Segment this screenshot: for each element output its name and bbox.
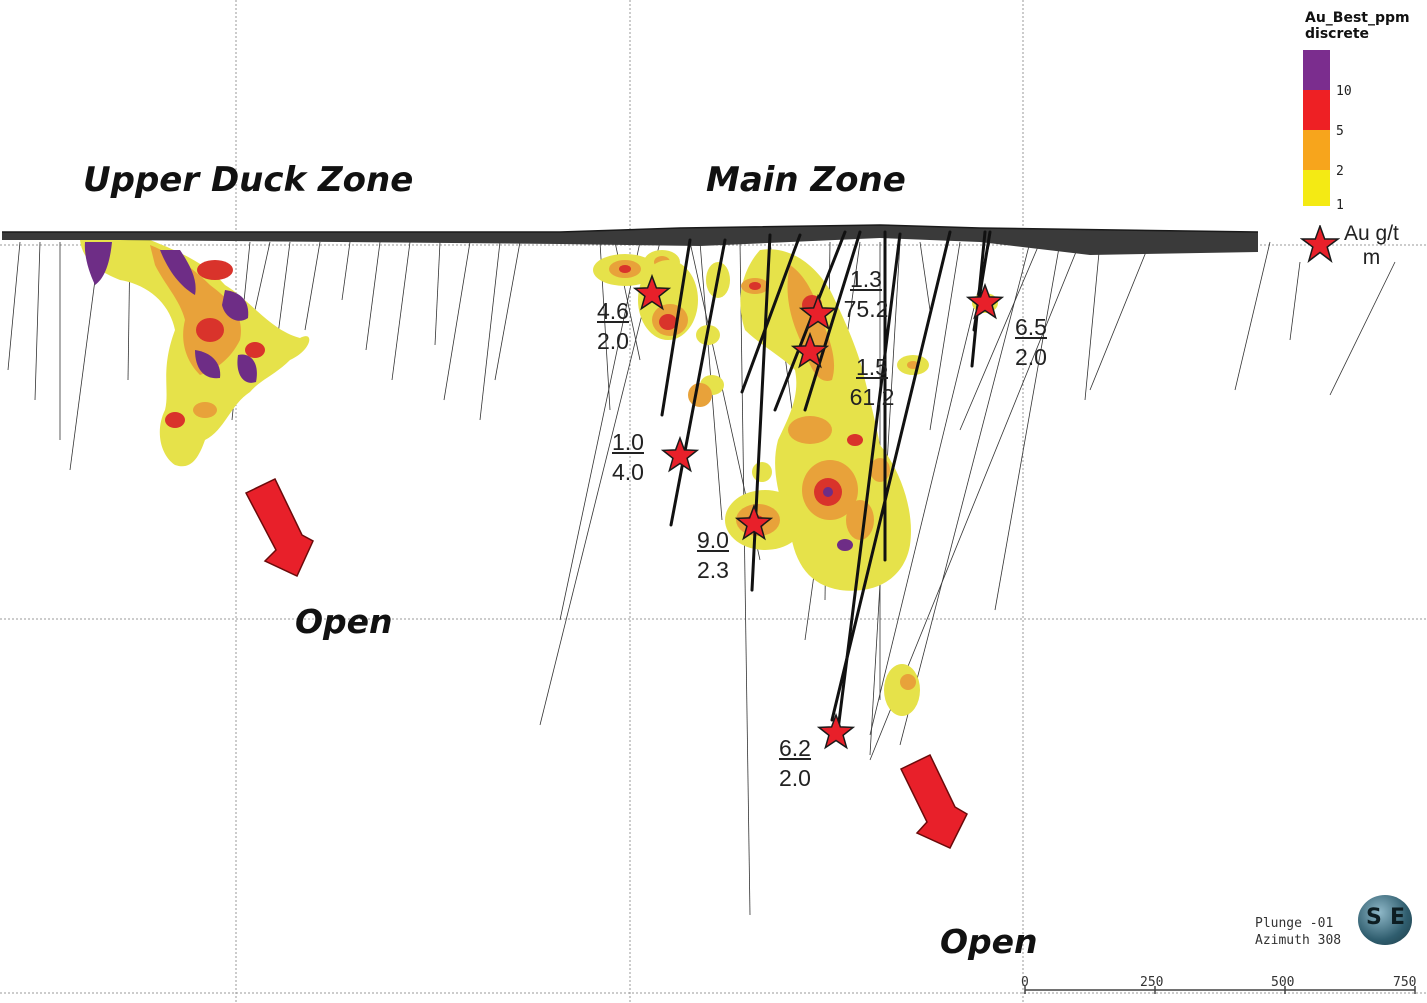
legend-title-line: discrete xyxy=(1305,26,1370,42)
intercept-width: 61.2 xyxy=(849,384,895,410)
upper-duck-zone-label: Upper Duck Zone xyxy=(83,160,414,200)
legend-swatch-orange xyxy=(1303,130,1330,170)
drill-hole xyxy=(803,230,862,412)
intercept-star-icon xyxy=(798,293,838,331)
intercept-width: 2.3 xyxy=(697,557,729,583)
legend-value: 1 xyxy=(1336,198,1344,213)
legend-swatch-purple xyxy=(1303,50,1330,90)
drill-trace xyxy=(919,241,931,311)
intercept-grade: 6.2 xyxy=(779,735,811,761)
drill-trace xyxy=(434,241,441,346)
star-legend-line: m xyxy=(1362,246,1381,269)
drill-hole xyxy=(660,238,692,417)
intercept-grade: 1.0 xyxy=(612,429,644,455)
legend-value: 10 xyxy=(1336,84,1352,99)
intercept-star-icon xyxy=(965,282,1005,320)
plunge-text: Plunge -01 xyxy=(1255,916,1334,931)
drill-trace xyxy=(994,241,1061,611)
intercept-star-icon xyxy=(632,273,672,311)
legend-title: Au_Best_ppm discrete xyxy=(1305,10,1410,42)
company-logo: S E xyxy=(1358,895,1412,945)
drill-trace xyxy=(929,241,961,431)
logo-letter: S xyxy=(1366,905,1382,930)
intercept-star-icon xyxy=(734,503,774,541)
drill-trace xyxy=(443,241,471,401)
drill-trace xyxy=(391,241,411,381)
upper-duck-zone-shell xyxy=(80,240,310,467)
legend-value: 2 xyxy=(1336,164,1344,179)
drill-trace xyxy=(34,241,41,401)
intercept-grade: 4.6 xyxy=(597,298,629,324)
intercept-label: 1.3 75.2 xyxy=(836,264,896,324)
drill-trace xyxy=(341,241,351,301)
drill-trace xyxy=(494,241,521,381)
arrow-down-right-icon xyxy=(899,753,968,849)
star-legend-label: Au g/t m xyxy=(1344,222,1399,270)
drill-hole xyxy=(830,230,952,722)
drill-trace xyxy=(7,241,21,371)
drill-trace xyxy=(479,241,501,421)
drill-trace xyxy=(559,241,641,621)
drill-trace xyxy=(899,241,1031,746)
intercept-stars xyxy=(632,273,1005,750)
azimuth-text: Azimuth 308 xyxy=(1255,933,1342,948)
main-zone-label: Main Zone xyxy=(706,160,906,200)
star-legend-line: Au g/t xyxy=(1344,222,1399,245)
drill-trace xyxy=(1234,241,1271,391)
logo-letter: E xyxy=(1390,905,1406,930)
scale-tick-label: 500 xyxy=(1271,975,1295,990)
drill-trace xyxy=(869,241,991,736)
intercept-width: 4.0 xyxy=(612,459,644,485)
topographic-surface xyxy=(2,224,1259,255)
legend-swatch-yellow xyxy=(1303,170,1330,206)
scale-tick-label: 0 xyxy=(1021,975,1029,990)
drill-trace xyxy=(304,241,321,331)
intercept-grade: 6.5 xyxy=(1015,314,1047,340)
intercept-width: 2.0 xyxy=(1015,344,1047,370)
drill-trace xyxy=(365,241,381,351)
intercept-width: 2.0 xyxy=(779,765,811,791)
drill-trace xyxy=(1289,261,1301,341)
drill-trace xyxy=(959,241,1041,431)
drill-trace xyxy=(739,241,751,916)
drill-trace xyxy=(1089,241,1151,391)
drill-trace xyxy=(1084,241,1101,401)
intercept-width: 2.0 xyxy=(597,328,629,354)
arrow-down-right-icon xyxy=(244,477,314,578)
legend-swatch-red xyxy=(1303,90,1330,130)
intercept-label: 4.6 2.0 xyxy=(583,296,643,356)
open-label: Open xyxy=(940,922,1038,961)
intercept-label: 6.2 2.0 xyxy=(765,733,825,793)
intercept-star-icon xyxy=(816,712,856,750)
intercept-width: 75.2 xyxy=(843,296,889,322)
intercept-label: 9.0 2.3 xyxy=(683,525,743,585)
intercept-grade: 9.0 xyxy=(697,527,729,553)
drill-hole xyxy=(836,232,902,732)
scale-tick-label: 750 xyxy=(1393,975,1417,990)
intercept-star-icon xyxy=(790,331,830,369)
drill-hole xyxy=(740,233,802,394)
view-orientation: Plunge -01 Azimuth 308 xyxy=(1255,915,1341,949)
scale-tick-label: 250 xyxy=(1140,975,1164,990)
drill-trace xyxy=(539,241,661,726)
open-label: Open xyxy=(295,602,393,641)
drill-hole xyxy=(669,238,727,527)
intercept-label: 6.5 2.0 xyxy=(1001,312,1061,372)
legend-title-line: Au_Best_ppm xyxy=(1305,10,1410,26)
scale-bar xyxy=(1024,986,1416,994)
intercept-drill-holes xyxy=(660,230,992,732)
intercept-label: 1.0 4.0 xyxy=(598,427,658,487)
open-arrows xyxy=(244,477,968,849)
intercept-grade: 1.3 xyxy=(850,266,882,292)
legend-value: 5 xyxy=(1336,124,1344,139)
intercept-star-icon xyxy=(660,435,700,473)
star-legend-icon xyxy=(1300,225,1340,263)
intercept-label: 1.5 61.2 xyxy=(842,352,902,412)
drill-trace xyxy=(1329,261,1396,396)
intercept-grade: 1.5 xyxy=(856,354,888,380)
